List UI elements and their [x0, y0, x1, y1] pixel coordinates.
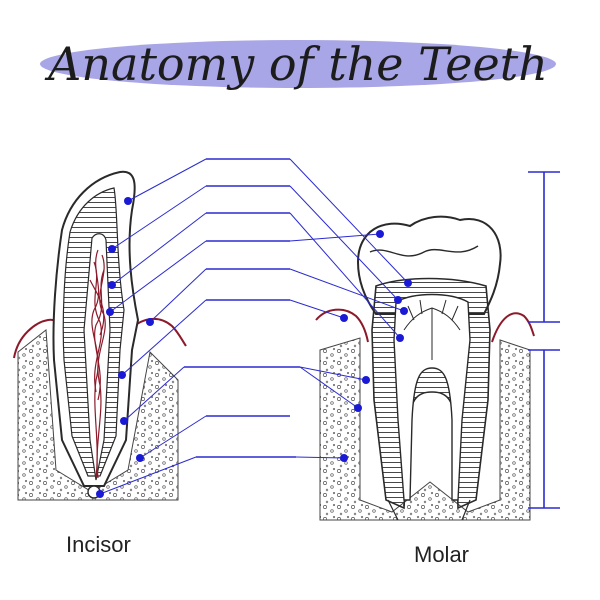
molar-nerve-branches — [403, 299, 461, 360]
leader-molar-6 — [289, 299, 345, 319]
leader-dot — [108, 281, 116, 289]
leader-molar-8 — [299, 366, 359, 409]
leader-incisor-7 — [123, 366, 185, 422]
leader-dot — [106, 308, 114, 316]
page-title: Anatomy of the Teeth — [44, 37, 548, 91]
leader-dot — [394, 296, 402, 304]
leader-incisor-8 — [139, 415, 207, 459]
section-bracket — [528, 171, 560, 509]
incisor-tooth — [13, 170, 187, 501]
title-oval — [40, 40, 556, 88]
leader-incisor-4 — [109, 240, 207, 313]
leader-molar-7 — [299, 366, 367, 381]
leader-molar-9 — [295, 456, 345, 459]
leader-molar-1 — [289, 158, 409, 284]
molar-enamel-line — [369, 245, 479, 257]
leader-molar-3 — [289, 212, 401, 339]
leader-molar-5 — [289, 268, 405, 312]
leader-dot — [146, 318, 154, 326]
label-blanks — [184, 158, 300, 458]
molar-pulp — [393, 293, 471, 501]
leader-molar-4 — [289, 233, 381, 242]
leader-incisor-9 — [99, 456, 197, 495]
incisor-nerves — [89, 249, 106, 479]
leader-dot — [108, 245, 116, 253]
incisor-label: Incisor — [66, 532, 131, 557]
leader-dot — [396, 334, 404, 342]
leader-dot — [376, 230, 384, 238]
leader-lines — [99, 158, 409, 495]
leader-incisor-5 — [149, 268, 207, 323]
leader-dot — [118, 371, 126, 379]
leader-dot — [340, 454, 348, 462]
leader-dot — [404, 279, 412, 287]
molar-tooth — [315, 215, 535, 521]
leader-incisor-2 — [111, 185, 207, 250]
leader-dot — [362, 376, 370, 384]
leader-dot — [96, 490, 104, 498]
leader-incisor-3 — [111, 212, 207, 286]
leader-dot — [400, 307, 408, 315]
molar-bone — [319, 337, 531, 521]
leader-dot — [340, 314, 348, 322]
leader-dot — [136, 454, 144, 462]
leader-dot — [354, 404, 362, 412]
leader-dots — [96, 197, 412, 498]
leader-incisor-6 — [121, 299, 207, 376]
leader-dot — [124, 197, 132, 205]
leader-molar-2 — [289, 185, 399, 301]
molar-root-tips — [387, 499, 471, 521]
molar-label: Molar — [414, 542, 469, 567]
leader-incisor-1 — [127, 158, 207, 202]
leader-dot — [120, 417, 128, 425]
